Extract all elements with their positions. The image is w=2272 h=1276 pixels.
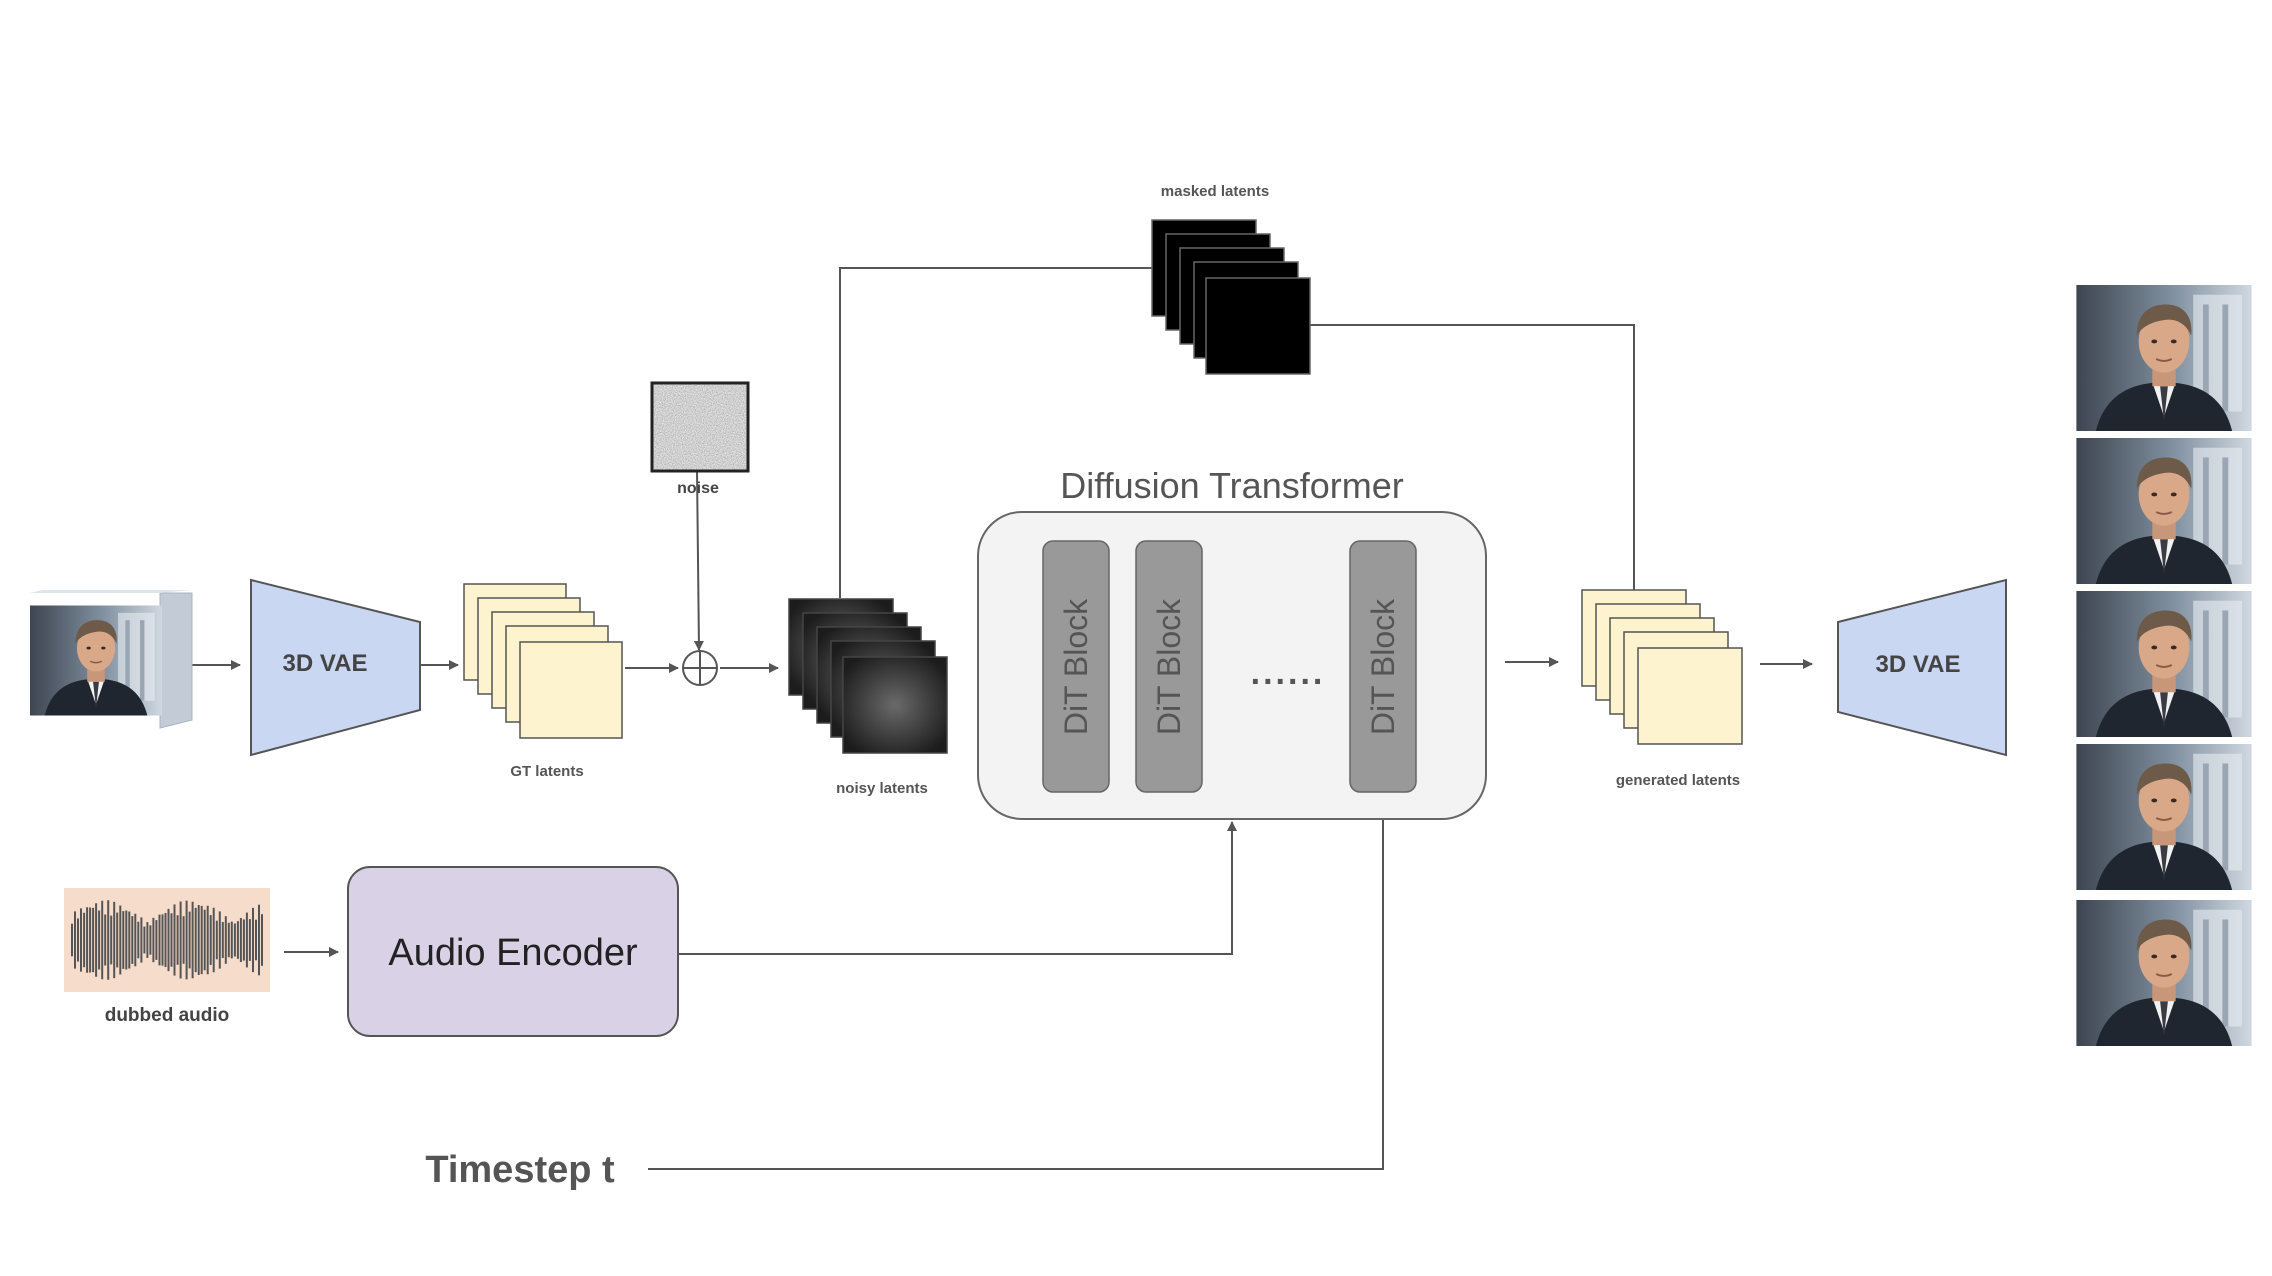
vae-encoder-label: 3D VAE (283, 650, 368, 677)
generated-latents-stack (1581, 589, 1743, 745)
dit-ellipsis: ...... (1251, 654, 1326, 692)
noise-texture-icon (652, 383, 748, 471)
vae-decoder: 3D VAE (1837, 578, 2007, 757)
face-frame-icon (2076, 744, 2251, 890)
audio-encoder: Audio Encoder (347, 866, 679, 1037)
dit-block-1-label: DiT Block (1058, 598, 1094, 735)
dit-block-2: DiT Block (1135, 540, 1203, 793)
dit-block-3: DiT Block (1349, 540, 1417, 793)
face-frame-icon (2076, 591, 2251, 737)
input-video (30, 590, 193, 729)
gt-latents-label: GT latents (510, 763, 583, 780)
vae-decoder-label: 3D VAE (1876, 651, 1961, 678)
dit-block-2-label: DiT Block (1151, 598, 1187, 735)
diffusion-transformer-title: Diffusion Transformer (1060, 465, 1403, 506)
output-frames (2076, 285, 2251, 1046)
timestep-label: Timestep t (425, 1149, 615, 1191)
masked-latents-stack (1151, 219, 1311, 375)
dit-block-3-label: DiT Block (1365, 598, 1401, 735)
connectors (190, 267, 1813, 1170)
face-video-icon (30, 606, 162, 716)
masked-latents-label: masked latents (1161, 183, 1269, 200)
waveform-icon (71, 900, 263, 980)
dit-block-1: DiT Block (1042, 540, 1110, 793)
noise-label: noise (677, 480, 719, 497)
vae-encoder-shape (250, 578, 421, 757)
generated-latents-label: generated latents (1616, 772, 1740, 789)
dubbed-audio-label: dubbed audio (105, 1005, 230, 1026)
face-frame-icon (2076, 438, 2251, 584)
vae-decoder-shape (1837, 578, 2007, 757)
audio-encoder-label: Audio Encoder (388, 932, 638, 974)
face-frame-icon (2076, 900, 2251, 1046)
gt-latents-stack (463, 583, 623, 739)
face-frame-icon (2076, 285, 2251, 431)
vae-encoder: 3D VAE (250, 578, 421, 757)
plus-circle-icon (682, 650, 718, 686)
noisy-latents-label: noisy latents (836, 780, 928, 797)
noise-block (650, 381, 750, 473)
noisy-latents-stack (788, 598, 948, 754)
dubbed-audio (64, 888, 270, 992)
